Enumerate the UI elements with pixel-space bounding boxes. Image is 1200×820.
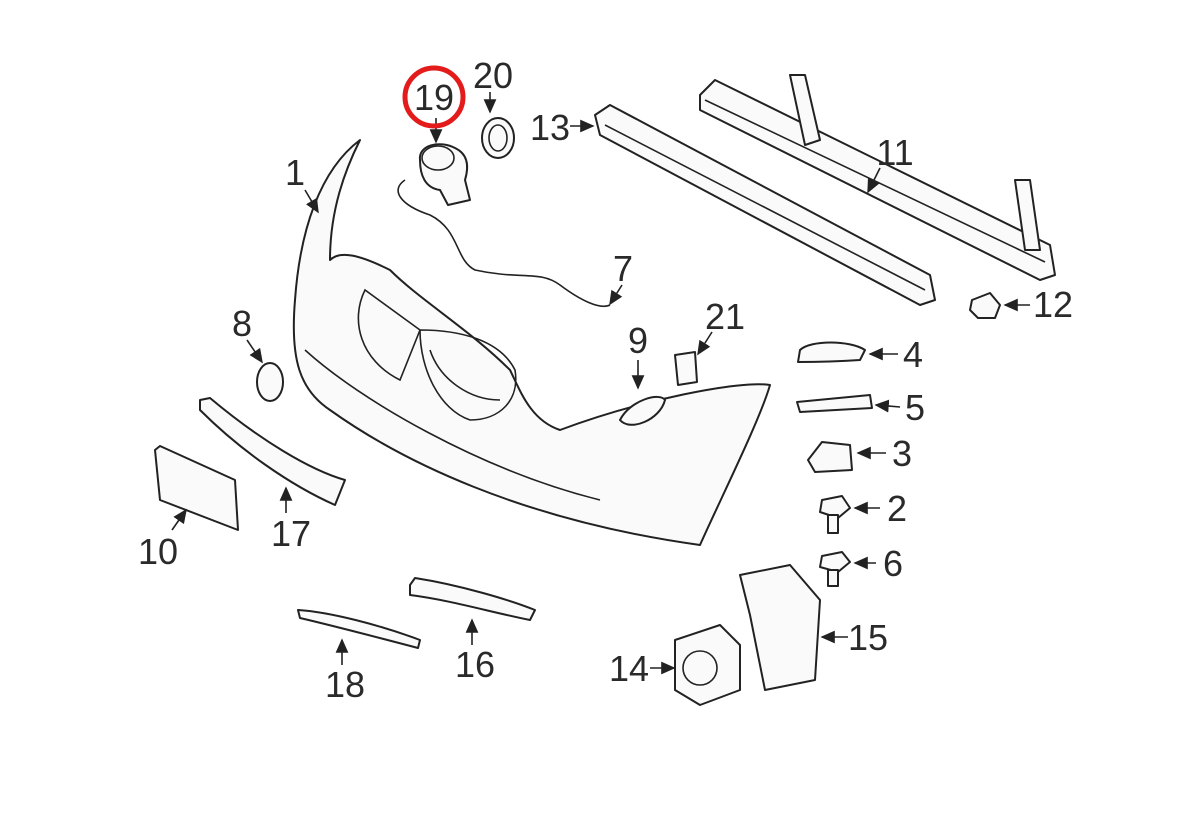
- callout-3: 3: [892, 433, 912, 474]
- callout-17: 17: [271, 513, 311, 554]
- callout-10: 10: [138, 531, 178, 572]
- part-10-license-bracket: [154, 445, 239, 531]
- callout-4: 4: [903, 334, 923, 375]
- callout-14: 14: [609, 648, 649, 689]
- part-9-cover: [619, 395, 666, 426]
- part-12-nut: [969, 292, 1001, 319]
- callout-19: 19: [414, 77, 454, 118]
- callout-7: 7: [613, 248, 633, 289]
- callout-12: 12: [1033, 284, 1073, 325]
- part-16-trim: [409, 577, 536, 621]
- callout-2: 2: [887, 488, 907, 529]
- highlight-circle: [402, 65, 466, 129]
- callout-21: 21: [705, 296, 745, 337]
- callout-16: 16: [455, 644, 495, 685]
- part-5-bracket: [796, 394, 873, 413]
- callout-5: 5: [905, 387, 925, 428]
- callout-18: 18: [325, 664, 365, 705]
- part-3-clip: [807, 441, 853, 473]
- part-1-bumper-cover: [292, 139, 771, 546]
- callout-8: 8: [232, 303, 252, 344]
- part-14-fog-lamp: [674, 624, 741, 706]
- part-13-absorber: [594, 104, 936, 306]
- part-18-trim: [297, 609, 421, 649]
- part-4-bracket: [797, 341, 866, 363]
- callout-1: 1: [285, 152, 305, 193]
- part-2-screw: [819, 495, 851, 534]
- callout-9: 9: [628, 320, 648, 361]
- part-21-clip: [674, 351, 698, 386]
- callout-15: 15: [848, 617, 888, 658]
- callout-6: 6: [883, 543, 903, 584]
- part-17-grille: [199, 397, 346, 506]
- leader-lines: [171, 92, 1030, 675]
- part-7-wire: [397, 179, 611, 307]
- callout-20: 20: [473, 55, 513, 96]
- part-19-parking-sensor: [418, 143, 471, 206]
- part-15-bracket: [739, 564, 821, 691]
- callout-11: 11: [876, 132, 913, 173]
- callout-13: 13: [530, 107, 570, 148]
- part-8-tow-cap: [256, 362, 284, 402]
- part-6-screw: [819, 551, 851, 587]
- part-20-sensor-ring: [481, 117, 515, 159]
